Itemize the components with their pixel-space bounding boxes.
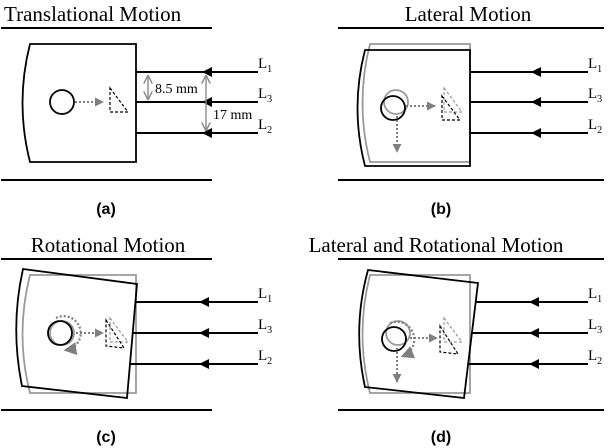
line-label-l2: L2	[588, 348, 602, 367]
line-label-subscript: 3	[267, 94, 272, 105]
phantom-block	[358, 269, 480, 399]
target-sphere	[49, 89, 75, 115]
panel-caption: (c)	[96, 429, 116, 446]
rotation-arrow	[389, 320, 416, 359]
phantom-block	[21, 43, 137, 163]
ghost-wedge	[109, 316, 130, 343]
line-label-subscript: 1	[267, 294, 272, 305]
phantom-block	[15, 268, 138, 399]
line-label-subscript: 3	[267, 325, 272, 336]
wedge-marker	[441, 94, 462, 121]
ghost-sphere	[383, 89, 409, 115]
ghost-wedge	[443, 316, 464, 343]
panel-title: Lateral and Rotational Motion	[309, 233, 564, 257]
panel-d: Lateral and Rotational Motion L1 L3 L2 (…	[309, 233, 604, 446]
measure-small-label: 8.5 mm	[155, 82, 198, 97]
panel-b: Lateral Motion L1 L3 L2 (b)	[338, 2, 604, 218]
panel-caption: (d)	[431, 429, 451, 446]
panel-title: Rotational Motion	[31, 233, 186, 257]
panel-caption: (b)	[431, 201, 451, 218]
panel-a: Translational Motion L1 L3 L2 8.5 mm 17 …	[1, 2, 272, 218]
target-sphere	[47, 320, 73, 346]
wedge-marker	[439, 323, 460, 355]
ghost-block	[361, 274, 471, 394]
line-label-l1: L1	[588, 286, 602, 305]
line-label-subscript: 2	[597, 125, 602, 136]
target-sphere	[380, 95, 406, 121]
line-label-subscript: 2	[267, 125, 272, 136]
line-label-subscript: 2	[267, 356, 272, 367]
line-label-subscript: 1	[597, 294, 602, 305]
line-label-subscript: 2	[597, 356, 602, 367]
line-label-l2: L2	[258, 348, 272, 367]
ghost-wedge	[443, 86, 464, 113]
panel-title: Translational Motion	[4, 2, 182, 26]
wedge-marker	[105, 317, 126, 349]
ghost-block	[21, 274, 137, 394]
rotation-arrow	[55, 315, 82, 356]
line-label-subscript: 3	[597, 325, 602, 336]
ghost-block	[361, 43, 471, 163]
line-label-l3: L3	[258, 86, 272, 105]
ghost-sphere	[49, 320, 75, 346]
phantom-block	[356, 49, 471, 167]
line-label-subscript: 1	[267, 64, 272, 75]
panel-c: Rotational Motion L1 L3 L2 (c)	[1, 233, 272, 446]
measure-large-label: 17 mm	[213, 108, 252, 123]
line-label-subscript: 3	[597, 94, 602, 105]
line-label-l2: L2	[588, 117, 602, 136]
line-label-l1: L1	[258, 286, 272, 305]
wedge-marker	[109, 86, 130, 113]
line-label-subscript: 1	[597, 64, 602, 75]
line-label-l1: L1	[258, 56, 272, 75]
target-sphere	[381, 326, 407, 352]
line-label-l3: L3	[588, 317, 602, 336]
panel-title: Lateral Motion	[405, 2, 532, 26]
line-label-l3: L3	[588, 86, 602, 105]
panel-caption: (a)	[96, 201, 116, 218]
line-label-l1: L1	[588, 56, 602, 75]
line-label-l2: L2	[258, 117, 272, 136]
line-label-l3: L3	[258, 317, 272, 336]
